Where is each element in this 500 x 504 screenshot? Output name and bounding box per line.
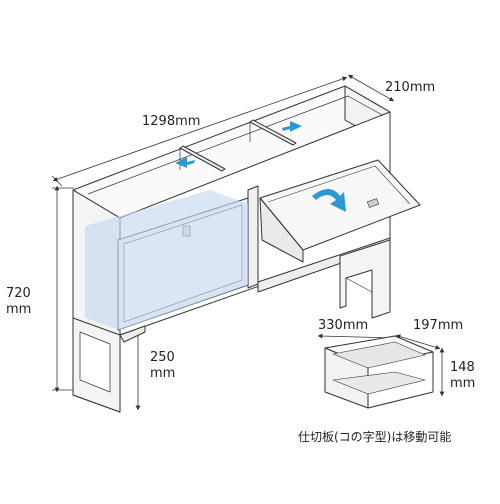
divider-width-label: 330mm — [318, 318, 369, 333]
divider-note: 仕切板(コの字型)は移動可能 — [298, 430, 452, 444]
divider-height-unit: mm — [450, 376, 476, 391]
divider-drawing — [317, 333, 445, 409]
dimension-depth-label: 210mm — [385, 80, 436, 95]
open-flap-arrow-icon — [312, 189, 346, 212]
dimension-height-unit: mm — [6, 302, 32, 317]
move-arrow-right-icon — [282, 121, 302, 132]
dimension-leg-value: 250 — [150, 350, 175, 365]
dimension-leg-unit: mm — [150, 366, 176, 381]
divider-height-value: 148 — [450, 360, 475, 375]
glass-panel — [85, 190, 248, 330]
blue-arrows — [175, 121, 346, 212]
divider-depth-label: 197mm — [413, 318, 464, 333]
move-arrow-left-icon — [175, 157, 195, 168]
dimension-height-value: 720 — [6, 286, 31, 301]
dimension-width-label: 1298mm — [142, 114, 201, 129]
dimension-lines — [51, 74, 395, 411]
